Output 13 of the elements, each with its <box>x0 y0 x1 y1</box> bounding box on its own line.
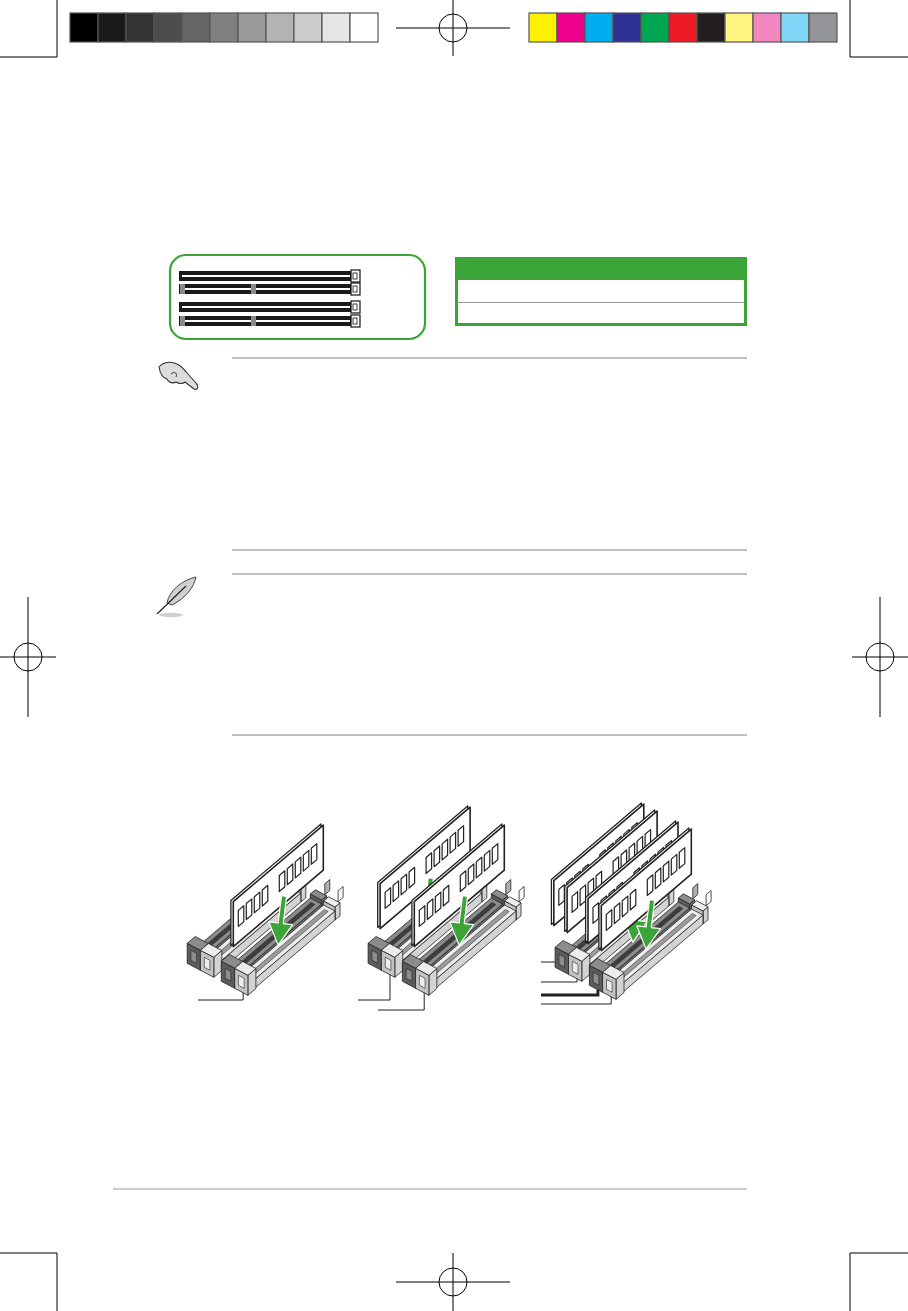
leader-line <box>540 961 556 963</box>
leader-line <box>541 989 600 997</box>
leader-line <box>197 992 244 1001</box>
slot-latch <box>381 943 404 978</box>
leader-line <box>377 992 425 1011</box>
leader-line <box>357 974 391 1001</box>
slot-latch <box>602 965 625 1000</box>
slot-latch <box>234 961 257 996</box>
leader-line <box>540 978 578 983</box>
slot-latch <box>200 943 223 978</box>
leader-line <box>540 996 612 1005</box>
slot-latch <box>415 961 438 996</box>
slot-latch <box>568 947 591 982</box>
